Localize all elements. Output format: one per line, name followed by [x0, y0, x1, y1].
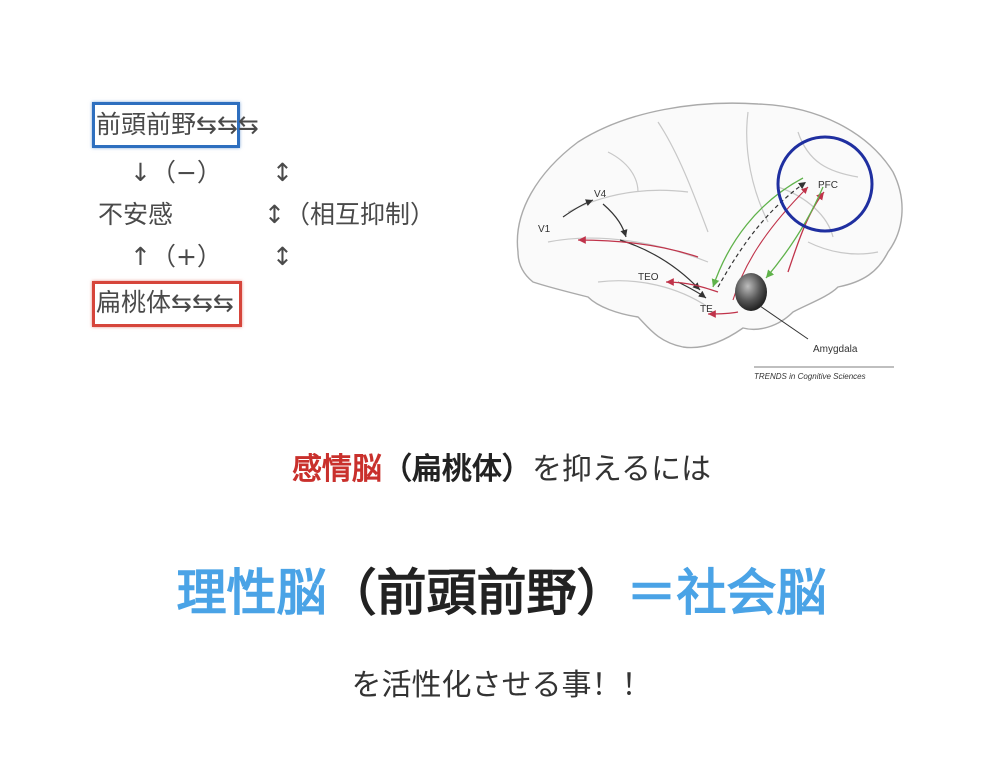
- pfc-highlight-circle: [776, 135, 874, 233]
- te-label: TE: [700, 304, 713, 315]
- conclusion-text: を活性化させる事！！: [351, 668, 652, 703]
- v4-label: V4: [594, 189, 607, 200]
- amygdala-highlight-box: [92, 281, 242, 327]
- amygdala-shape: [735, 273, 767, 311]
- social-brain-text: ＝社会脳: [626, 564, 827, 622]
- prefrontal-row: 前頭前野⇆⇆⇆: [96, 110, 259, 139]
- figure-credit: TRENDS in Cognitive Sciences: [754, 372, 866, 381]
- prefrontal-highlight-box: [92, 102, 240, 148]
- teo-label: TEO: [638, 272, 659, 283]
- lead-text: 感情脳（扁桃体）を抑えるには: [0, 444, 1003, 488]
- anxiety-label: 不安感: [98, 200, 174, 229]
- emotional-brain-text: 感情脳: [291, 452, 382, 487]
- regulation-diagram: 前頭前野⇆⇆⇆ ↓（−） ↕ 不安感 ↕（相互抑制） ↑（+） ↕ 扁桃体⇆⇆⇆: [88, 96, 508, 336]
- inhibit-arrow: ↓（−）: [130, 158, 222, 187]
- excite-arrow: ↑（+）: [130, 242, 222, 271]
- headline: 理性脳（前頭前野）＝社会脳: [0, 553, 1003, 625]
- rational-brain-text: 理性脳: [176, 564, 327, 622]
- amygdala-paren-text: （扁桃体）: [381, 452, 532, 487]
- prefrontal-paren-text: （前頭前野）: [326, 564, 627, 622]
- lead-suffix-text: を抑えるには: [531, 452, 712, 487]
- mutual-inhibition-label: ↕（相互抑制）: [264, 200, 435, 229]
- brain-figure: V1 V4 TEO TE PFC Amygdala TRENDS in Cogn…: [508, 92, 908, 392]
- brain-outline: [516, 102, 903, 349]
- amygdala-row: 扁桃体⇆⇆⇆: [96, 288, 234, 317]
- amygdala-label: Amygdala: [813, 344, 858, 355]
- mutual-arrow-2: ↕: [272, 242, 293, 271]
- v1-label: V1: [538, 224, 551, 235]
- pfc-label: PFC: [818, 180, 838, 191]
- brain-svg: V1 V4 TEO TE PFC Amygdala TRENDS in Cogn…: [516, 102, 903, 381]
- mutual-arrow-1: ↕: [272, 158, 293, 187]
